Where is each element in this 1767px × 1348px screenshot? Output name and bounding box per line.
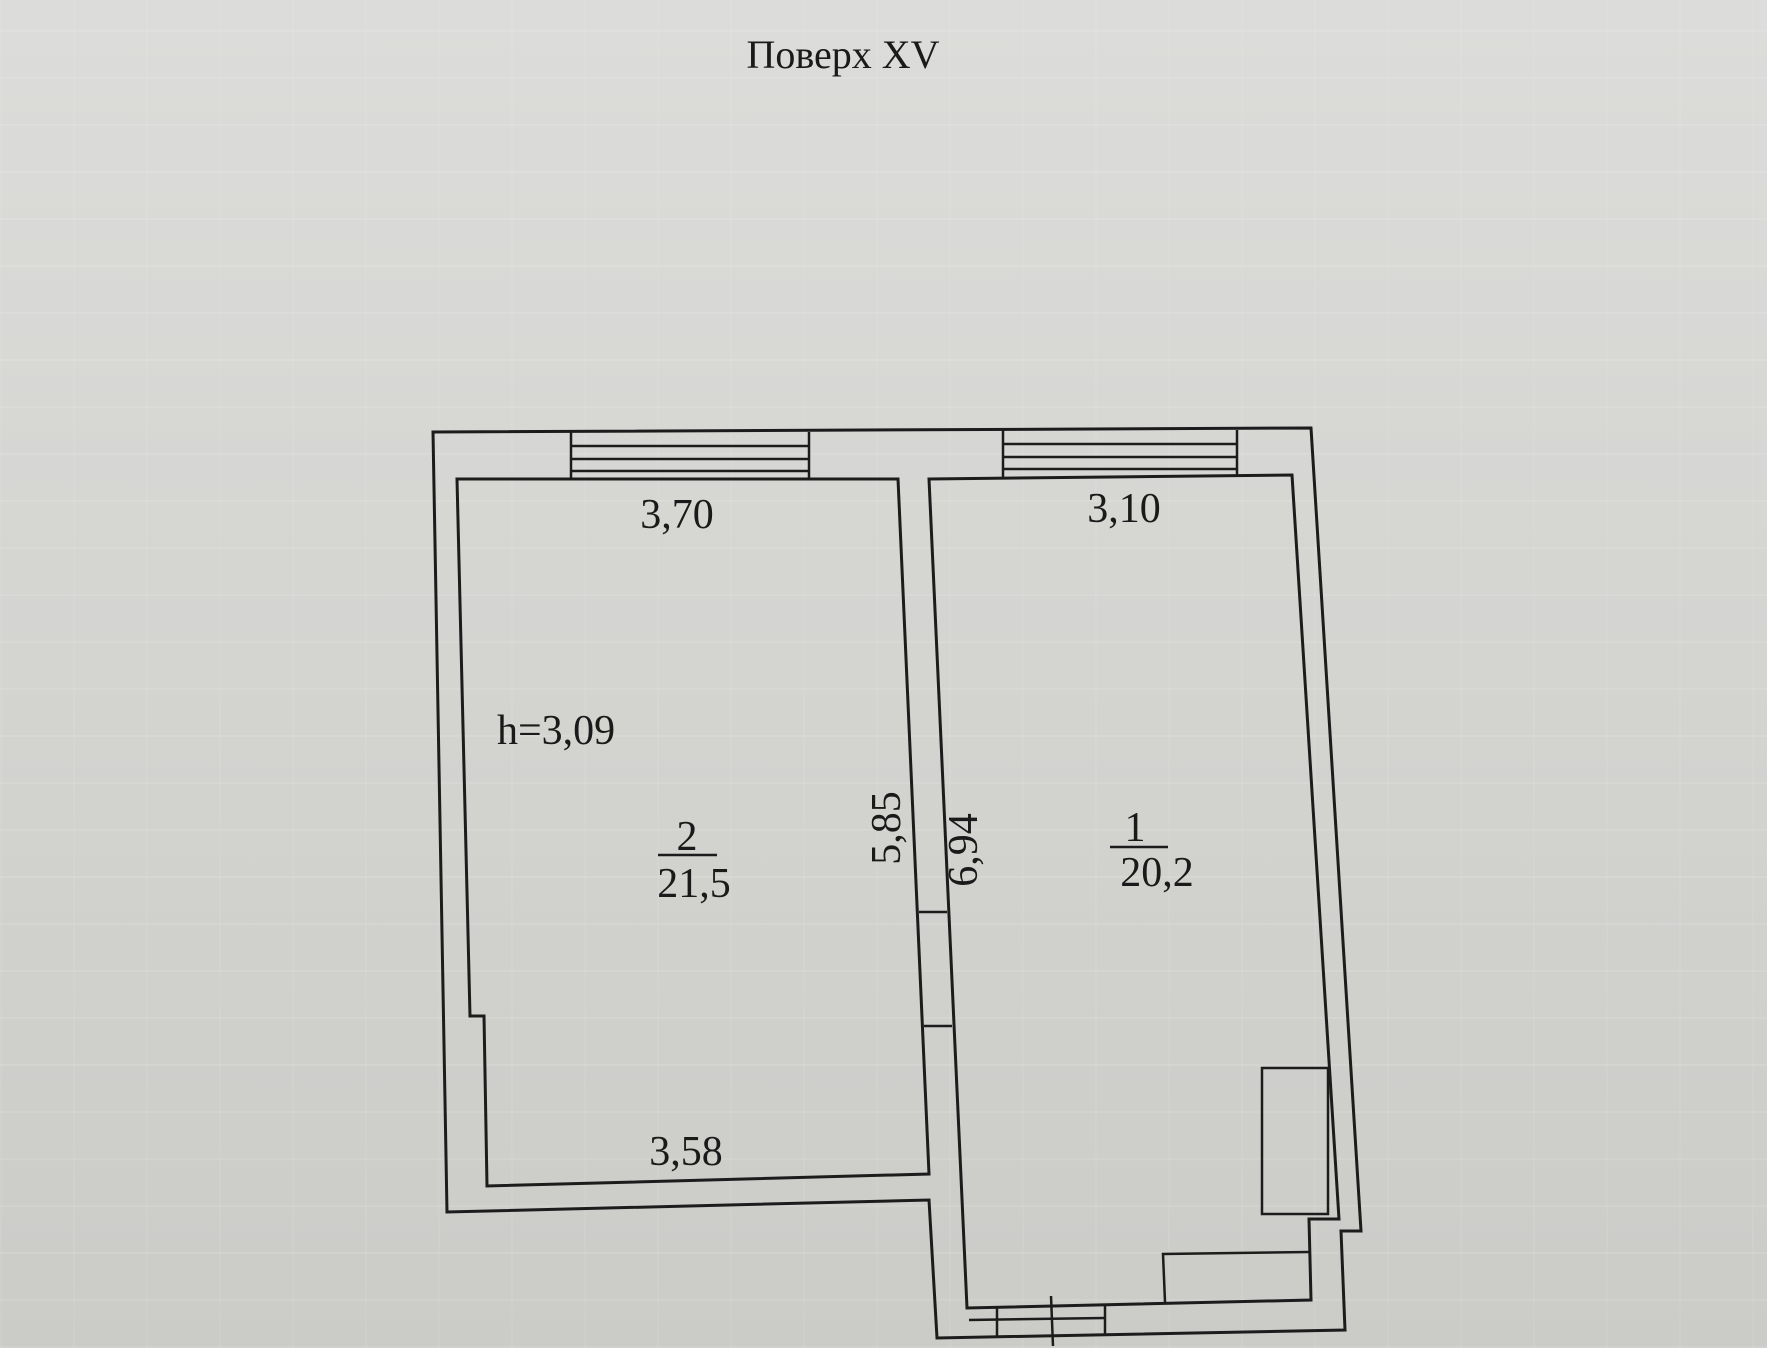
- window-room-1: [1001, 430, 1239, 477]
- window-room-2: [569, 432, 811, 479]
- room-2-outline: [455, 477, 931, 1188]
- balcony-door: [968, 1295, 1107, 1347]
- ceiling-height-label: h=3,09: [497, 708, 615, 754]
- room-1-area: 20,2: [1120, 850, 1194, 896]
- partition-doorway: [919, 910, 952, 1028]
- counter: [1161, 1250, 1310, 1303]
- room-1-number: 1: [1125, 805, 1146, 851]
- room-2-dimension-bottom: 3,58: [649, 1129, 723, 1175]
- room-2-dimension-top: 3,70: [640, 492, 714, 538]
- room-2-area: 21,5: [657, 861, 731, 907]
- floor-title: Поверх XV: [746, 32, 939, 77]
- room-2-dimension-side: 5,85: [864, 791, 910, 865]
- outer-wall: [431, 426, 1363, 1340]
- room-1-dimension-top: 3,10: [1087, 486, 1161, 532]
- cabinet: [1260, 1066, 1330, 1216]
- room-2-number: 2: [677, 814, 698, 860]
- room-1-dimension-side: 6,94: [941, 813, 987, 887]
- room-1-outline: [927, 473, 1341, 1310]
